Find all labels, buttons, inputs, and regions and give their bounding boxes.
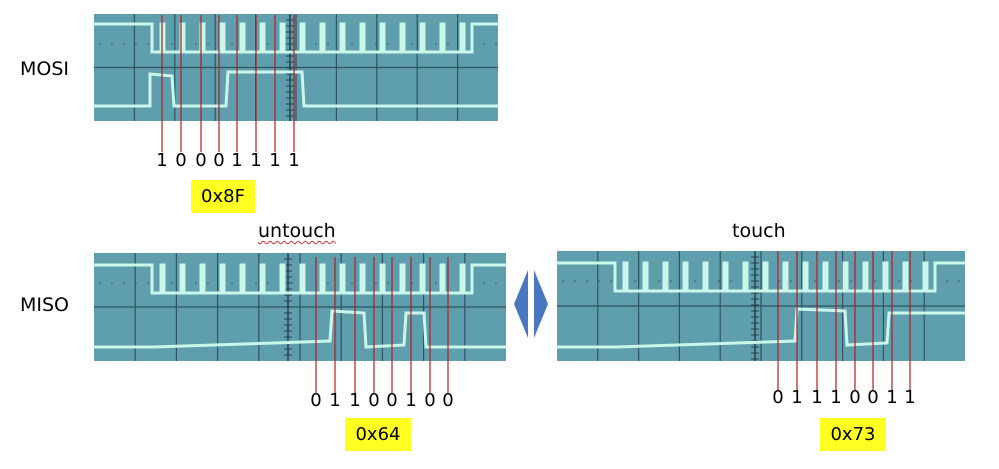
grid-dot	[375, 43, 377, 45]
grid-dot	[255, 282, 257, 284]
miso-untouch-oscilloscope-trace	[94, 253, 506, 361]
grid-dot	[135, 43, 137, 45]
grid-dot	[327, 43, 329, 45]
touch-label: touch	[732, 220, 786, 242]
miso-untouch-waveform	[94, 253, 506, 361]
miso-label: MISO	[20, 294, 70, 316]
grid-dot	[730, 280, 732, 282]
grid-dot	[634, 280, 636, 282]
grid-dot	[195, 43, 197, 45]
grid-dot	[207, 43, 209, 45]
mosi-hex-value: 0x8F	[191, 180, 255, 213]
grid-dot	[562, 280, 564, 282]
clock-trace	[557, 261, 965, 293]
grid-dot	[195, 282, 197, 284]
grid-dot	[171, 43, 173, 45]
grid-dot	[111, 282, 113, 284]
grid-dot	[694, 280, 696, 282]
grid-dot	[946, 280, 948, 282]
grid-dot	[351, 43, 353, 45]
grid-dot	[147, 282, 149, 284]
grid-dot	[327, 282, 329, 284]
grid-dot	[267, 43, 269, 45]
miso-touch-hex-value: 0x73	[820, 418, 886, 451]
grid-dot	[387, 282, 389, 284]
grid-dot	[411, 43, 413, 45]
grid-dot	[483, 43, 485, 45]
mosi-oscilloscope-trace	[94, 14, 498, 121]
grid-dot	[267, 282, 269, 284]
grid-dot	[99, 43, 101, 45]
grid-dot	[135, 282, 137, 284]
grid-dot	[910, 280, 912, 282]
grid-dot	[850, 280, 852, 282]
miso-touch-oscilloscope-trace	[557, 251, 965, 361]
grid-dot	[790, 280, 792, 282]
data-trace	[94, 70, 498, 108]
grid-dot	[483, 282, 485, 284]
grid-dot	[111, 43, 113, 45]
grid-dot	[574, 280, 576, 282]
grid-dot	[658, 280, 660, 282]
grid-dot	[435, 43, 437, 45]
grid-dot	[814, 280, 816, 282]
grid-dot	[586, 280, 588, 282]
grid-dot	[231, 282, 233, 284]
data-trace	[94, 309, 506, 349]
grid-dot	[375, 282, 377, 284]
grid-dot	[874, 280, 876, 282]
grid-dot	[123, 282, 125, 284]
grid-dot	[958, 280, 960, 282]
grid-dot	[387, 43, 389, 45]
grid-dot	[610, 280, 612, 282]
grid-dot	[598, 280, 600, 282]
clock-trace	[94, 263, 506, 295]
grid-dot	[351, 282, 353, 284]
grid-dot	[171, 282, 173, 284]
grid-dot	[435, 282, 437, 284]
grid-dot	[231, 43, 233, 45]
grid-dot	[718, 280, 720, 282]
grid-dot	[99, 282, 101, 284]
grid-dot	[291, 282, 293, 284]
grid-dot	[670, 280, 672, 282]
grid-dot	[495, 43, 497, 45]
grid-dot	[754, 280, 756, 282]
grid-dot	[495, 282, 497, 284]
grid-dot	[207, 282, 209, 284]
grid-dot	[315, 43, 317, 45]
grid-dot	[123, 43, 125, 45]
grid-dot	[898, 280, 900, 282]
grid-dot	[447, 43, 449, 45]
compare-arrow-icon	[514, 270, 548, 338]
mosi-label: MOSI	[20, 58, 70, 80]
grid-dot	[838, 280, 840, 282]
grid-dot	[147, 43, 149, 45]
miso-untouch-hex-value: 0x64	[345, 418, 411, 451]
untouch-label: untouch	[258, 220, 336, 242]
grid-dot	[291, 43, 293, 45]
